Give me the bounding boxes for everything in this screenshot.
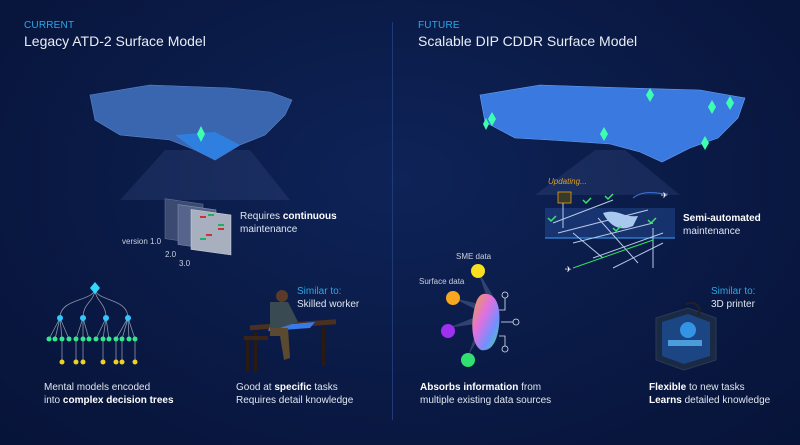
- airport-diagram-illustration: ✈✈: [545, 191, 675, 274]
- future-title: Scalable DIP CDDR Surface Model: [418, 33, 638, 49]
- skilled-worker-illustration: [244, 290, 336, 372]
- document-versions-icon: [164, 198, 232, 256]
- section-divider: [392, 22, 393, 420]
- svg-text:✈: ✈: [661, 191, 668, 200]
- current-kicker: CURRENT: [24, 20, 75, 31]
- updating-status: Updating...: [548, 177, 587, 186]
- surface-data-source-icon: [446, 291, 460, 305]
- 3d-printer-illustration: [655, 302, 717, 371]
- decision-tree-icon: [46, 282, 138, 365]
- data-source-icon: [461, 353, 475, 367]
- source-label-sme: SME data: [456, 252, 492, 261]
- future-kicker: FUTURE: [418, 20, 460, 31]
- similar-to-printer: Similar to:3D printer: [711, 286, 756, 310]
- us-map-scalable: [479, 84, 746, 195]
- location-marker-icon: [197, 126, 205, 142]
- current-title: Legacy ATD-2 Surface Model: [24, 33, 206, 49]
- version-label: version 1.0: [122, 237, 162, 246]
- us-map-legacy: [89, 84, 293, 200]
- source-label-surface: Surface data: [419, 277, 465, 286]
- version-label: 3.0: [179, 259, 191, 268]
- svg-text:✈: ✈: [565, 265, 572, 274]
- data-source-icon: [441, 324, 455, 338]
- knowledge-brain-illustration: [441, 264, 520, 367]
- sme-data-source-icon: [471, 264, 485, 278]
- similar-to-worker: Similar to:Skilled worker: [297, 286, 360, 310]
- version-label: 2.0: [165, 250, 177, 259]
